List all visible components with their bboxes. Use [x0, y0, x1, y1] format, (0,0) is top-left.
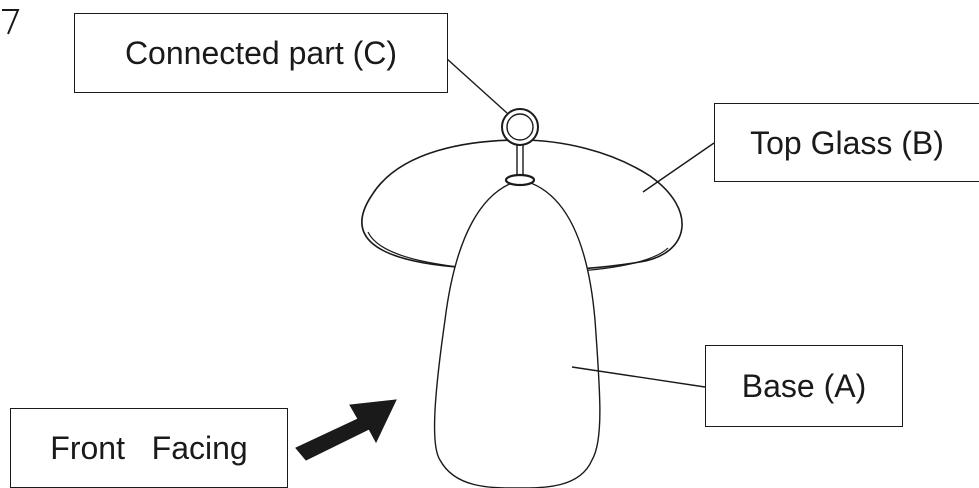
connected-part-label: Connected part (C): [74, 13, 448, 93]
front-facing-label: Front Facing: [10, 408, 288, 488]
direction-arrow-icon: [295, 399, 397, 461]
leader-line-b: [642, 142, 715, 193]
base-label: Base (A): [705, 345, 903, 427]
connector-ring-inner: [506, 113, 534, 141]
top-glass-label: Top Glass (B): [714, 103, 979, 182]
leader-line-a: [571, 366, 706, 388]
connector-cap: [504, 173, 536, 187]
base-shape: [433, 179, 601, 488]
corner-mark: [2, 9, 20, 35]
leader-line-c: [445, 57, 508, 114]
